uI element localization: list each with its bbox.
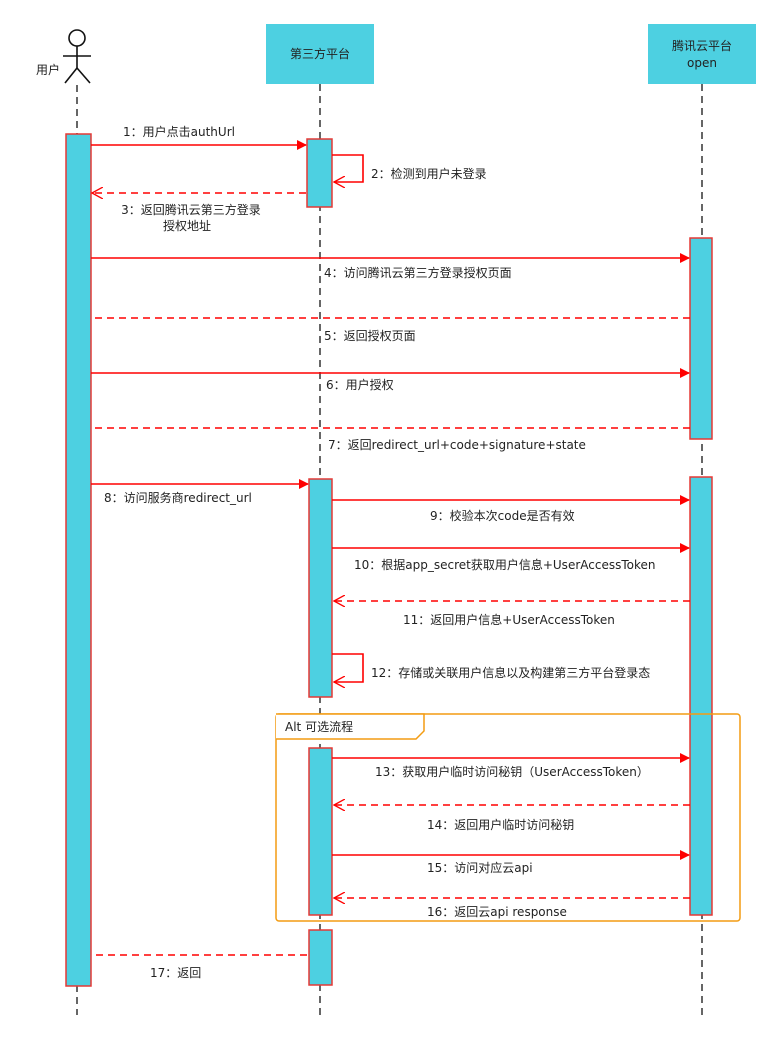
activation-user xyxy=(65,133,92,987)
participant-tencent-box xyxy=(648,24,756,84)
msg-3-label-line2: 授权地址 xyxy=(163,218,211,233)
msg-6-label: 6：用户授权 xyxy=(326,377,394,392)
msg-5-label: 5：返回授权页面 xyxy=(324,328,416,343)
msg-1-label: 1：用户点击authUrl xyxy=(123,124,235,139)
activation-third-2 xyxy=(308,478,333,698)
msg-4-label: 4：访问腾讯云第三方登录授权页面 xyxy=(324,265,512,280)
activation-third-1 xyxy=(306,138,333,208)
participant-third-party-label: 第三方平台 xyxy=(290,46,350,61)
msg-12-arrow xyxy=(332,653,364,682)
participant-third-party-box xyxy=(266,24,374,84)
msg-17-label: 17：返回 xyxy=(150,966,201,980)
msg-9-label: 9：校验本次code是否有效 xyxy=(430,508,575,523)
participant-tencent-label-line1: 腾讯云平台 xyxy=(672,38,732,53)
msg-8-label: 8：访问服务商redirect_url xyxy=(104,490,252,505)
activation-bars xyxy=(65,133,713,987)
msg-13-label: 13：获取用户临时访问秘钥（UserAccessToken） xyxy=(375,764,649,779)
alt-frame-label: Alt 可选流程 xyxy=(285,719,353,734)
msg-2-arrow xyxy=(332,154,364,182)
alt-frame xyxy=(275,713,741,922)
msg-10-label: 10：根据app_secret获取用户信息+UserAccessToken xyxy=(354,557,655,572)
activation-tencent-1 xyxy=(689,237,713,440)
msg-12-label: 12：存储或关联用户信息以及构建第三方平台登录态 xyxy=(371,665,650,680)
participant-user-label: 用户 xyxy=(36,62,60,77)
msg-11-label: 11：返回用户信息+UserAccessToken xyxy=(403,612,615,627)
user-actor-icon xyxy=(63,29,91,84)
msg-15-label: 15：访问对应云api xyxy=(427,860,533,875)
msg-16-label: 16：返回云api response xyxy=(427,905,567,919)
participant-tencent-label-line2: open xyxy=(687,56,717,70)
msg-7-label: 7：返回redirect_url+code+signature+state xyxy=(328,438,586,452)
msg-2-label: 2：检测到用户未登录 xyxy=(371,166,487,181)
activation-tencent-2 xyxy=(689,476,713,916)
msg-14-label: 14：返回用户临时访问秘钥 xyxy=(427,817,574,832)
msg-3-label-line1: 3：返回腾讯云第三方登录 xyxy=(121,202,261,217)
activation-third-4 xyxy=(308,929,333,986)
activation-third-3 xyxy=(308,747,333,916)
